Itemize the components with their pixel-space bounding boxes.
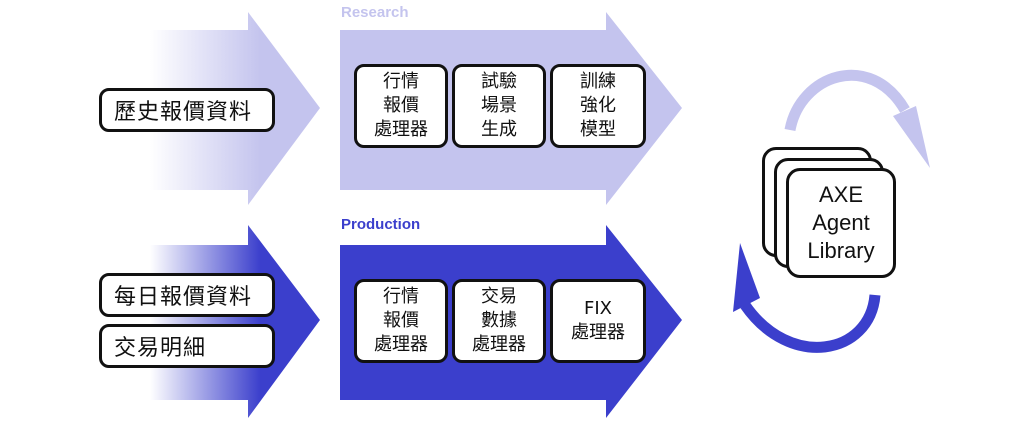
production-label: Production [341, 216, 421, 233]
axe-agent-library: AXE Agent Library [786, 168, 896, 278]
production-input-trade-details: 交易明細 [99, 324, 275, 368]
production-step-trade-data-processor: 交易 數據 處理器 [452, 279, 546, 363]
production-input-daily-quotes: 每日報價資料 [99, 273, 275, 317]
cycle-arrow-top [784, 69, 910, 132]
production-input-arrow [150, 225, 320, 418]
cycle-arrow-top-head [893, 106, 930, 168]
research-label: Research [341, 4, 409, 21]
research-step-quote-processor: 行情 報價 處理器 [354, 64, 448, 148]
research-input-historical-quotes: 歷史報價資料 [99, 88, 275, 132]
cycle-arrow-bottom-head [733, 243, 760, 312]
cycle-arrow-bottom [740, 294, 881, 353]
production-step-fix-processor: FIX 處理器 [550, 279, 646, 363]
production-step-quote-processor: 行情 報價 處理器 [354, 279, 448, 363]
research-step-scenario-generation: 試驗 場景 生成 [452, 64, 546, 148]
research-step-model-training: 訓練 強化 模型 [550, 64, 646, 148]
